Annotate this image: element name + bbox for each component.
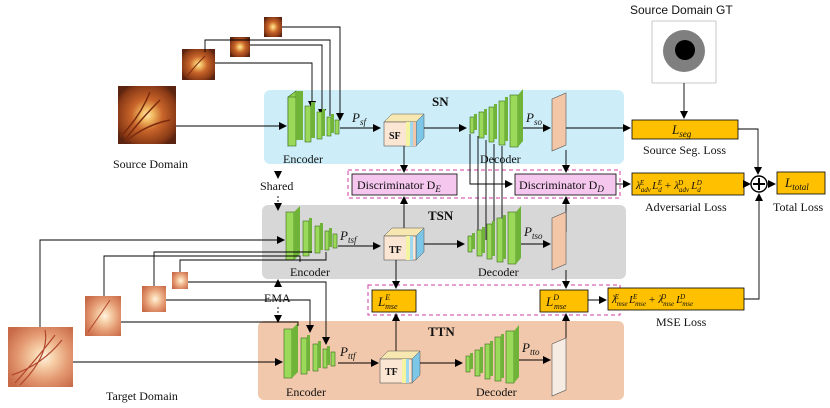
sn-decoder-label: Decoder <box>480 152 521 166</box>
target-to-tsn-lines <box>39 236 327 327</box>
p-tso-label: Ptso <box>523 224 543 241</box>
p-tsf-label: Ptsf <box>339 228 358 245</box>
tf-block-ttn <box>379 350 421 384</box>
target-image-tiny <box>172 272 188 289</box>
target-domain-label: Target Domain <box>106 389 178 403</box>
mse-d-box <box>539 289 589 313</box>
ttn-encoder <box>283 323 336 379</box>
tsn-panel <box>262 205 626 279</box>
source-image-small <box>230 37 250 57</box>
p-so-label: Pso <box>525 110 542 127</box>
tf-label-tsn: TF <box>389 245 402 256</box>
source-domain-label: Source Domain <box>113 157 188 171</box>
total-loss-label: Total Loss <box>773 200 823 214</box>
p-tto-label: Ptto <box>521 340 540 357</box>
adversarial-loss-label: Adversarial Loss <box>645 200 727 214</box>
shared-label: Shared <box>260 179 293 193</box>
target-image-small <box>142 286 166 312</box>
discriminator-e-label: Discriminator DE <box>357 178 441 194</box>
sf-block <box>383 113 425 147</box>
discriminator-d-label: Discriminator DD <box>519 178 604 194</box>
ttn-prediction-map <box>551 337 567 397</box>
target-to-ttn-lines <box>73 281 330 366</box>
total-loss-box <box>776 171 826 195</box>
source-image-tiny <box>264 17 282 37</box>
source-gt-image <box>651 20 717 84</box>
tsn-encoder <box>285 206 338 261</box>
source-image-medium <box>182 49 215 80</box>
sum-node <box>750 175 768 193</box>
seg-loss-box <box>631 119 739 140</box>
mse-e-box <box>371 289 417 313</box>
tsn-title: TSN <box>428 208 454 223</box>
p-sf-label: Psf <box>351 110 367 127</box>
ema-label: EMA <box>264 291 291 305</box>
sn-encoder-label: Encoder <box>283 152 323 166</box>
tsn-encoder-label: Encoder <box>290 265 330 279</box>
ttn-title: TTN <box>428 324 455 339</box>
discriminator-e-box <box>351 173 458 196</box>
tsn-decoder <box>467 206 521 265</box>
tf-block-tsn <box>383 227 425 261</box>
tsn-decoder-label: Decoder <box>478 265 519 279</box>
mse-arrows <box>392 260 607 360</box>
target-image-large <box>8 327 73 387</box>
mse-to-total-arrow <box>744 193 763 300</box>
ttn-encoder-label: Encoder <box>286 385 326 399</box>
sn-encoder <box>287 90 340 147</box>
sf-label: SF <box>389 131 401 142</box>
sn-decoder <box>469 89 523 148</box>
ttn-panel <box>258 321 624 400</box>
discriminator-dashed-box <box>347 169 621 199</box>
sn-title: SN <box>432 94 449 109</box>
source-extra-lines <box>204 39 331 116</box>
source-seg-loss-label: Source Seg. Loss <box>643 143 726 157</box>
source-image-large <box>118 86 176 144</box>
sn-prediction-map <box>551 92 567 152</box>
total-loss-symbol: Ltotal <box>784 175 809 192</box>
tf-label-ttn: TF <box>385 367 398 378</box>
p-ttf-label: Pttf <box>339 344 357 361</box>
ttn-decoder-label: Decoder <box>476 385 517 399</box>
discriminator-d-box <box>514 173 617 196</box>
seg-loss-symbol: Lseg <box>671 122 692 139</box>
mse-loss-label: MSE Loss <box>656 315 707 329</box>
source-gt-title: Source Domain GT <box>630 3 733 17</box>
sn-panel <box>264 90 624 164</box>
seg-to-total-arrow <box>738 128 762 175</box>
source-to-encoder-lines <box>176 26 344 130</box>
tsn-prediction-map <box>551 211 567 271</box>
ttn-decoder <box>465 325 519 384</box>
target-image-medium <box>85 296 121 336</box>
